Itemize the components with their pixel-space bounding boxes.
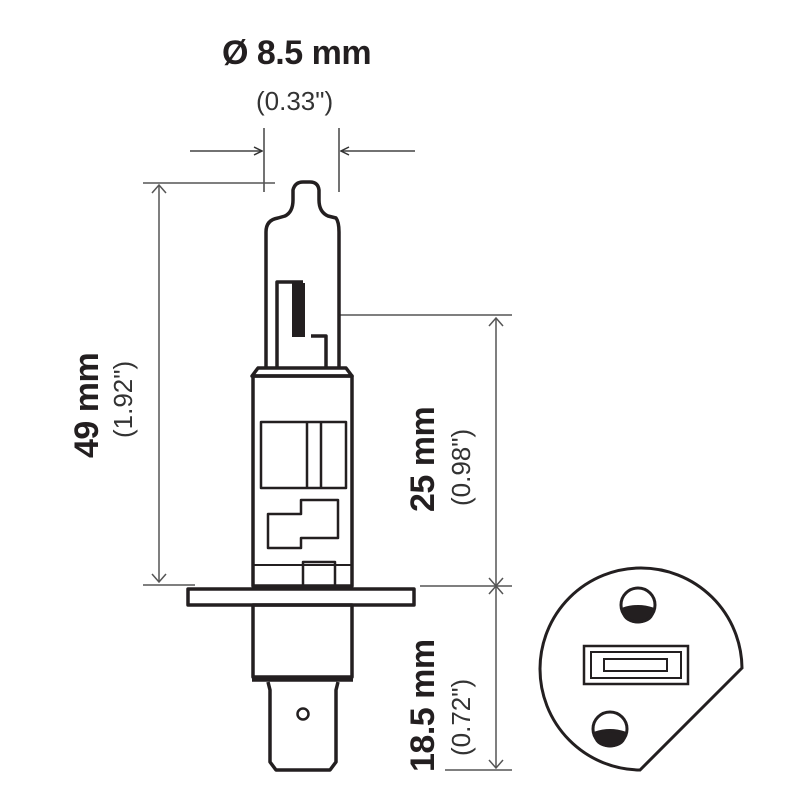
base-length-metric-label: 18.5 mm [404, 639, 442, 772]
height-imperial-label: (1.92") [108, 360, 138, 438]
light-center-imperial-label: (0.98") [446, 428, 476, 506]
bulb-side-view [186, 180, 416, 772]
diameter-metric-label: Ø 8.5 mm [222, 34, 372, 72]
height-metric-label: 49 mm [68, 352, 106, 458]
base-end-view [538, 566, 744, 772]
base-length-imperial-label: (0.72") [446, 678, 476, 756]
light-center-dimension [340, 314, 512, 771]
diameter-imperial-label: (0.33") [256, 86, 334, 116]
height-dimension [143, 182, 275, 586]
light-center-metric-label: 25 mm [404, 406, 442, 512]
diameter-dimension [190, 128, 415, 192]
